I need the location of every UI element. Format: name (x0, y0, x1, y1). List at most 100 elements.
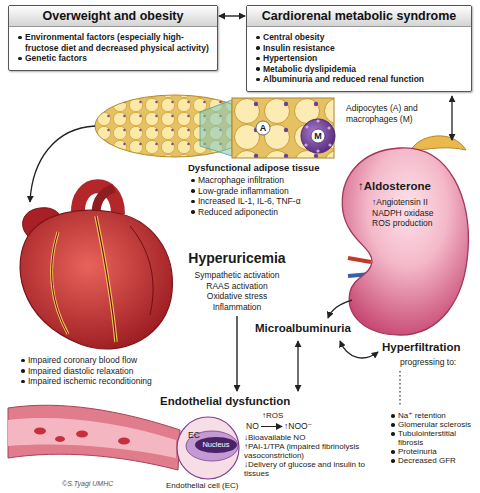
endothelial-inset (177, 417, 239, 479)
label-group: Hyperfiltration (382, 341, 478, 354)
flow-arrow (30, 126, 95, 202)
bullet-point: Hypertension (255, 53, 463, 64)
macrophage (301, 119, 335, 153)
annotation-text: ↓Delivery of glucose and insulin to tiss… (244, 460, 386, 478)
label-group: ↑NOO⁻ (284, 421, 320, 432)
annotation-text: NO (246, 421, 262, 432)
bullet-point: Environmental factors (especially high-f… (17, 32, 209, 53)
coronary-fat (52, 232, 68, 334)
bullet-point: Increased IL-1, IL-6, TNF-α (190, 196, 340, 207)
annotation-text: Nucleus (200, 440, 232, 449)
bullet-point: Impaired coronary blood flow (20, 355, 188, 366)
label-group: Impaired coronary blood flowImpaired dia… (20, 355, 188, 387)
adipose-close-up (232, 98, 334, 158)
label-group: Nucleus (200, 440, 232, 449)
bullet-point: Na⁺ retention (390, 411, 476, 420)
annotation-text: Oxidative stress (162, 291, 312, 302)
blood-vessel (8, 405, 180, 470)
annotation-text: Microalbuminuria (255, 322, 355, 335)
bullet-list: Central obesityInsulin resistanceHyperte… (247, 27, 471, 91)
bullet-point: Genetic factors (17, 53, 209, 64)
heart (20, 210, 172, 349)
label-group: ↑ROS (262, 411, 292, 420)
magnifier-plane (200, 100, 232, 156)
coronary-artery (52, 232, 68, 334)
annotation-text: Endothelial dysfunction (160, 395, 312, 408)
annotation-text: Endothelial cell (EC) (166, 481, 258, 490)
annotation-text: ↑PAI-1/TPA (impaired fibrinolysis vasoco… (244, 442, 386, 460)
vessel-lumen (8, 418, 176, 458)
bullet-point: Impaired diastolic relaxation (20, 366, 188, 377)
annotation-text: Sympathetic activation (162, 270, 312, 281)
bullet-point: Proteinuria (390, 447, 476, 456)
box-heading: Overweight and obesity (9, 6, 217, 27)
label-group: ↑Aldosterone (358, 180, 458, 193)
label-group: Na⁺ retentionGlomerular sclerosisTubuloi… (390, 411, 476, 465)
label-group: Hyperuricemia (162, 250, 312, 267)
label-group: EC (188, 430, 206, 441)
bullet-point: Tubulointerstitial fibrosis (390, 429, 476, 447)
label-group: A (256, 122, 270, 134)
red-blood-cells (34, 428, 130, 445)
label-group: ©S.Tyagi UMHC (62, 479, 152, 488)
annotation-text: ROS production (372, 218, 466, 229)
endothelial-cell (186, 431, 238, 461)
bullet-point: Central obesity (255, 32, 463, 43)
macrophage-granules (304, 119, 331, 152)
coronary-fat (96, 216, 116, 342)
coronary-artery (96, 216, 116, 342)
dotted-leader (399, 371, 400, 407)
annotation-text: Hyperfiltration (382, 341, 478, 354)
annotation-text: Inflammation (162, 302, 312, 313)
callout-circle (256, 121, 270, 135)
annotation-text: NADPH oxidase (372, 208, 466, 219)
cell-nucleus (195, 437, 237, 453)
bullet-point: Metabolic dyslipidemia (255, 64, 463, 75)
annotation-text: ↑NOO⁻ (284, 421, 320, 432)
flow-arrow (340, 341, 378, 358)
callout-circle (311, 129, 325, 143)
label-group: Macrophage infiltrationLow-grade inflamm… (190, 175, 340, 217)
kidney (342, 148, 468, 335)
bullet-list: Environmental factors (especially high-f… (9, 27, 217, 70)
annotation-text: EC (188, 430, 206, 441)
annotation-text: ↑Aldosterone (358, 180, 458, 193)
flow-arrow (297, 341, 298, 391)
label-group: Microalbuminuria (255, 322, 355, 335)
reaction-arrow (261, 426, 282, 427)
annotation-text: ©S.Tyagi UMHC (62, 479, 152, 488)
coronary-artery (130, 226, 153, 315)
bullet-point: Low-grade inflammation (190, 186, 340, 197)
annotation-text: ↓Bioavailable NO (244, 433, 386, 442)
label-group: Sympathetic activationRAAS activationOxi… (162, 270, 312, 312)
adipose-tissue (95, 95, 255, 157)
annotation-text: M (311, 130, 325, 142)
connector-arrow (219, 15, 245, 16)
bullet-point: Impaired ischemic reconditioning (20, 376, 188, 387)
header-box: Cardiorenal metabolic syndromeCentral ob… (246, 5, 472, 92)
annotation-text: A (256, 122, 270, 134)
bullet-point: Macrophage infiltration (190, 175, 340, 186)
annotation-text: progressing to: (400, 357, 476, 368)
annotation-text: RAAS activation (162, 281, 312, 292)
bullet-point: Glomerular sclerosis (390, 420, 476, 429)
annotation-text: ↑Angiotensin II (372, 197, 466, 208)
bullet-point: Reduced adiponectin (190, 207, 340, 218)
flow-arrow (328, 300, 352, 318)
bullet-point: Albuminuria and reduced renal function (255, 74, 463, 85)
flow-arrow (451, 96, 452, 140)
annotation-text: Dysfunctional adipose tissue (188, 162, 338, 174)
annotation-text: ↑ROS (262, 411, 292, 420)
flow-arrow (236, 316, 237, 391)
box-heading: Cardiorenal metabolic syndrome (247, 6, 471, 27)
label-group: progressing to: (400, 357, 476, 368)
label-group: Endothelial cell (EC) (166, 481, 258, 490)
label-group: M (311, 130, 325, 142)
renal-artery (348, 258, 371, 262)
label-group: Endothelial dysfunction (160, 395, 312, 408)
annotation-text: Adipocytes (A) and macrophages (M) (346, 103, 438, 124)
header-box: Overweight and obesityEnvironmental fact… (8, 5, 218, 71)
label-group: NO (246, 421, 262, 432)
label-group: Adipocytes (A) and macrophages (M) (346, 103, 438, 124)
